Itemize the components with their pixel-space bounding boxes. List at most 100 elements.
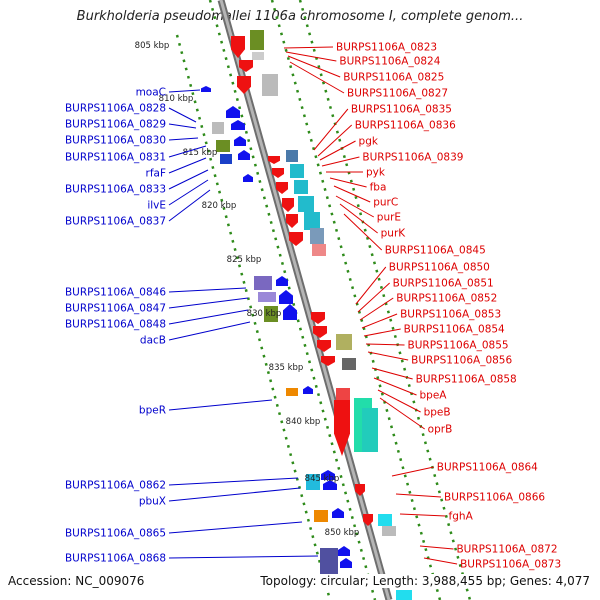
gene-box (262, 74, 278, 96)
right-connector-line (361, 313, 398, 329)
left-connector-line (168, 137, 199, 141)
gene-arrow (279, 290, 293, 304)
right-connector-line (287, 55, 341, 78)
right-connector-line (319, 140, 356, 161)
gene-box (312, 244, 326, 256)
left-gene-label[interactable]: BURPS1106A_0868 (65, 553, 166, 565)
gene-box (314, 510, 328, 522)
right-connector-line (321, 156, 360, 167)
left-gene-label[interactable]: BURPS1106A_0862 (65, 480, 166, 492)
left-gene-label[interactable]: rfaF (146, 168, 167, 180)
right-connector-line (313, 108, 349, 151)
left-connector-line (168, 145, 207, 158)
guide-tracks (175, 0, 472, 600)
right-connector-line (359, 297, 394, 321)
left-connector-line (168, 487, 301, 502)
left-connector-line (168, 169, 209, 190)
right-gene-label[interactable]: pyk (366, 167, 386, 179)
gene-arrow (323, 480, 337, 490)
gene-arrow (276, 182, 288, 194)
gene-box (342, 358, 356, 370)
right-gene-label[interactable]: BURPS1106A_0853 (400, 309, 501, 321)
right-gene-label[interactable]: BURPS1106A_0835 (351, 104, 452, 116)
kbp-tick-label: 820 kbp (202, 201, 237, 211)
gene-arrow (226, 106, 240, 118)
right-gene-label[interactable]: BURPS1106A_0856 (411, 355, 512, 367)
left-gene-label[interactable]: BURPS1106A_0831 (65, 152, 166, 164)
right-gene-label[interactable]: BURPS1106A_0872 (456, 544, 557, 556)
right-gene-label[interactable]: BURPS1106A_0858 (416, 374, 517, 386)
kbp-tick-label: 830 kbp (247, 309, 282, 319)
right-gene-label[interactable]: BURPS1106A_0845 (385, 245, 486, 257)
left-connector-line (168, 521, 303, 534)
right-gene-label[interactable]: purC (373, 197, 398, 209)
gene-arrow (317, 340, 331, 352)
gene-box (250, 30, 264, 50)
right-gene-label[interactable]: BURPS1106A_0873 (460, 559, 561, 571)
right-gene-label[interactable]: BURPS1106A_0823 (336, 42, 437, 54)
right-gene-label[interactable]: BURPS1106A_0850 (389, 262, 490, 274)
right-gene-label[interactable]: BURPS1106A_0864 (437, 462, 538, 474)
kbp-tick-label: 850 kbp (325, 528, 360, 538)
left-connector-line (168, 297, 249, 309)
gene-features (201, 30, 412, 600)
right-gene-label[interactable]: BURPS1106A_0852 (396, 293, 497, 305)
left-gene-label[interactable]: BURPS1106A_0828 (65, 103, 166, 115)
right-gene-label[interactable]: purK (381, 228, 407, 240)
left-connector-line (168, 399, 273, 411)
right-gene-label[interactable]: fba (370, 182, 387, 194)
right-gene-label[interactable]: BURPS1106A_0855 (408, 340, 509, 352)
right-gene-label[interactable]: BURPS1106A_0866 (444, 492, 545, 504)
left-gene-label[interactable]: BURPS1106A_0830 (65, 135, 166, 147)
gene-arrow (282, 198, 294, 212)
right-gene-label[interactable]: oprB (428, 424, 453, 436)
right-gene-label[interactable]: BURPS1106A_0854 (404, 324, 505, 336)
right-connector-line (365, 343, 405, 346)
right-gene-label[interactable]: pgk (359, 136, 379, 148)
gene-box (212, 122, 224, 134)
gene-box (306, 474, 320, 490)
gene-arrow (355, 484, 365, 496)
left-gene-label[interactable]: moaC (136, 87, 166, 99)
left-gene-label[interactable]: bpeR (139, 405, 166, 417)
left-gene-label[interactable]: BURPS1106A_0833 (65, 184, 166, 196)
right-gene-label[interactable]: bpeA (420, 390, 448, 402)
right-gene-label[interactable]: bpeB (424, 407, 451, 419)
right-connector-line (283, 46, 334, 49)
left-gene-label[interactable]: BURPS1106A_0847 (65, 303, 166, 315)
gene-box (382, 526, 396, 536)
gene-box (254, 276, 272, 290)
left-gene-label[interactable]: pbuX (139, 496, 166, 508)
gene-box (264, 306, 278, 322)
kbp-tick-label: 840 kbp (286, 417, 321, 427)
right-gene-label[interactable]: BURPS1106A_0825 (343, 72, 444, 84)
right-gene-label[interactable]: BURPS1106A_0839 (362, 152, 463, 164)
right-connector-line (317, 124, 353, 157)
right-gene-label[interactable]: purE (377, 212, 401, 224)
left-gene-label[interactable]: dacB (140, 335, 166, 347)
gene-box (298, 196, 314, 212)
right-gene-label[interactable]: BURPS1106A_0824 (339, 56, 440, 68)
gene-box (258, 292, 276, 302)
left-gene-label[interactable]: BURPS1106A_0846 (65, 287, 166, 299)
right-gene-label[interactable]: BURPS1106A_0836 (355, 120, 456, 132)
right-gene-label[interactable]: BURPS1106A_0827 (347, 88, 448, 100)
right-gene-label[interactable]: fghA (449, 511, 474, 523)
left-gene-label[interactable]: BURPS1106A_0829 (65, 119, 166, 131)
right-connector-line (379, 397, 425, 430)
left-connector-line (168, 477, 299, 486)
gene-arrow (276, 276, 288, 286)
left-gene-label[interactable]: BURPS1106A_0865 (65, 528, 166, 540)
gene-box (286, 388, 298, 396)
left-connector-line (168, 309, 249, 325)
left-gene-label[interactable]: BURPS1106A_0848 (65, 319, 166, 331)
left-gene-label[interactable]: BURPS1106A_0837 (65, 216, 166, 228)
left-gene-label[interactable]: ilvE (147, 200, 166, 212)
gene-arrow (231, 36, 245, 58)
right-gene-label[interactable]: BURPS1106A_0851 (393, 278, 494, 290)
map-title: Burkholderia pseudomallei 1106a chromoso… (76, 9, 524, 24)
gene-arrow (234, 136, 246, 146)
right-connector-line (339, 203, 378, 234)
gene-box (252, 52, 264, 60)
gene-arrow (332, 508, 344, 518)
